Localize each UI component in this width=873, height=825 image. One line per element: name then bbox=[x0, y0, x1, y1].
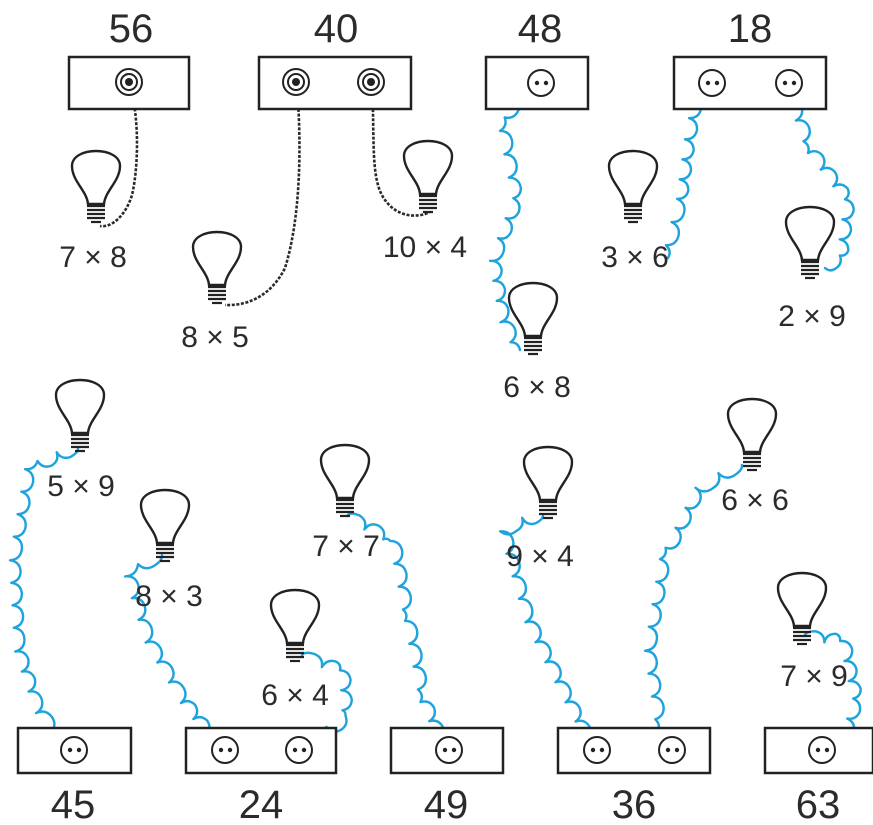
label-top-56: 56 bbox=[109, 7, 154, 51]
label-top-40: 40 bbox=[314, 7, 359, 51]
bulb-labels: 7 × 8 8 × 5 10 × 4 6 × 8 3 × 6 2 × 9 5 ×… bbox=[47, 231, 848, 712]
socket-box-36 bbox=[556, 726, 712, 775]
bulb-7x9-icon bbox=[776, 571, 828, 646]
outlet-36-right bbox=[658, 736, 686, 764]
socket-box-48 bbox=[484, 55, 590, 111]
bulb-6x4-icon bbox=[269, 588, 321, 663]
bulb-label-9x4: 9 × 4 bbox=[506, 540, 574, 573]
bulb-8x5-icon bbox=[191, 230, 243, 305]
wire-18-to-2x9 bbox=[791, 96, 855, 272]
bulb-2x9-icon bbox=[784, 205, 836, 280]
label-bottom-36: 36 bbox=[612, 783, 657, 825]
bulb-label-8x3: 8 × 3 bbox=[135, 580, 203, 613]
socket-box-56 bbox=[67, 55, 191, 111]
bulb-8x3-icon bbox=[139, 488, 191, 563]
plug-socket-40-right bbox=[357, 68, 385, 96]
label-bottom-49: 49 bbox=[424, 783, 469, 825]
bulb-label-6x4: 6 × 4 bbox=[261, 679, 329, 712]
outlet-45 bbox=[60, 736, 88, 764]
wire-48-to-6x8 bbox=[488, 96, 522, 352]
wire-9x4-to-36 bbox=[498, 513, 597, 750]
top-sockets bbox=[67, 55, 828, 111]
wire-8x3-to-24 bbox=[124, 553, 225, 750]
outlet-63 bbox=[808, 736, 836, 764]
cord-40-to-10x4 bbox=[370, 85, 431, 217]
outlet-48 bbox=[527, 69, 555, 97]
plug-socket-56 bbox=[115, 68, 143, 96]
bulb-label-6x8: 6 × 8 bbox=[503, 371, 571, 404]
bulb-label-5x9: 5 × 9 bbox=[47, 470, 115, 503]
bulb-label-3x6: 3 × 6 bbox=[601, 241, 669, 274]
bulb-label-10x4: 10 × 4 bbox=[383, 231, 467, 264]
socket-box-40 bbox=[257, 55, 413, 111]
bulb-9x4-icon bbox=[522, 445, 574, 520]
wire-7x7-to-49 bbox=[346, 512, 449, 750]
bottom-labels: 45 24 49 36 63 bbox=[51, 783, 841, 825]
wire-6x6-to-36 bbox=[643, 463, 744, 750]
wire-5x9-to-45 bbox=[8, 446, 80, 750]
bulb-label-2x9: 2 × 9 bbox=[778, 300, 846, 333]
bulb-3x6-icon bbox=[607, 149, 659, 224]
bulb-label-7x7: 7 × 7 bbox=[312, 530, 380, 563]
bulb-label-7x8: 7 × 8 bbox=[59, 241, 127, 274]
wire-18-to-3x6 bbox=[664, 96, 703, 260]
outlet-18-left bbox=[698, 69, 726, 97]
cord-56-to-7x8 bbox=[99, 85, 139, 228]
bulb-label-7x9: 7 × 9 bbox=[780, 660, 848, 693]
outlet-24-left bbox=[211, 736, 239, 764]
bulb-label-8x5: 8 × 5 bbox=[181, 321, 249, 354]
outlet-49 bbox=[435, 736, 463, 764]
bulbs bbox=[54, 139, 836, 663]
bulb-6x6-icon bbox=[726, 397, 778, 472]
outlet-24-right bbox=[285, 736, 313, 764]
outlet-18-right bbox=[775, 69, 803, 97]
label-top-48: 48 bbox=[518, 7, 563, 51]
outlet-36-left bbox=[583, 736, 611, 764]
bottom-sockets bbox=[16, 726, 873, 775]
bulb-5x9-icon bbox=[54, 378, 106, 453]
top-labels: 56 40 48 18 bbox=[109, 7, 773, 51]
bulb-label-6x6: 6 × 6 bbox=[721, 484, 789, 517]
label-bottom-45: 45 bbox=[51, 783, 96, 825]
socket-box-18 bbox=[672, 55, 828, 111]
label-bottom-63: 63 bbox=[796, 783, 841, 825]
bulb-6x8-icon bbox=[507, 281, 559, 356]
bulb-7x8-icon bbox=[70, 149, 122, 224]
bulb-7x7-icon bbox=[319, 443, 371, 518]
label-bottom-24: 24 bbox=[239, 783, 284, 825]
plug-socket-40-left bbox=[282, 68, 310, 96]
cord-40-to-8x5 bbox=[224, 85, 301, 307]
socket-box-24 bbox=[184, 726, 338, 775]
label-top-18: 18 bbox=[728, 7, 773, 51]
bulb-10x4-icon bbox=[402, 139, 454, 214]
